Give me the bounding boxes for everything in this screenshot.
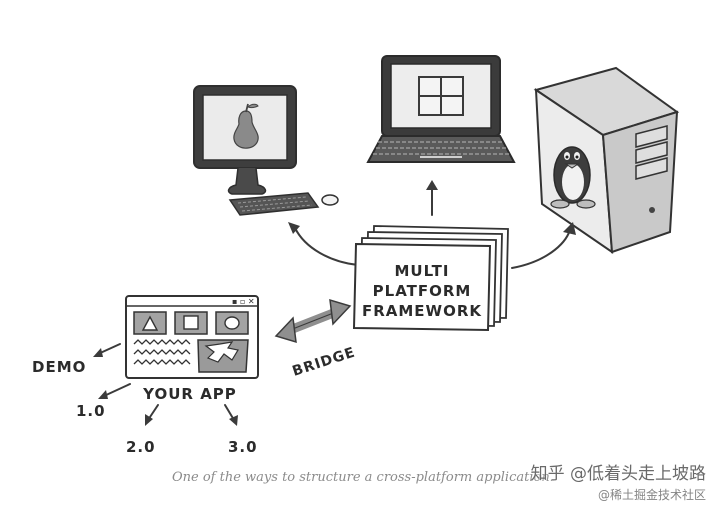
framework-label-line2: PLATFORM	[373, 282, 472, 300]
figure-caption: One of the ways to structure a cross-pla…	[172, 470, 554, 485]
arrow-to-tower	[511, 222, 576, 269]
watermark-line2: @稀土掘金技术社区	[597, 488, 706, 502]
bridge-arrow	[274, 298, 352, 344]
desktop-computer	[193, 85, 339, 216]
bridge-label: BRIDGE	[290, 344, 357, 379]
watermark-line1: 知乎 @低着头走上坡路	[530, 464, 706, 484]
watermark: 知乎 @低着头走上坡路 @稀土掘金技术社区	[531, 462, 706, 504]
square-icon	[183, 315, 199, 330]
linux-tower	[533, 66, 680, 255]
version-3-0: 3.0	[228, 438, 258, 456]
version-arrows	[93, 343, 238, 426]
window-controls: ▪ ▫ ✕	[232, 297, 255, 306]
arrow-to-desktop	[288, 222, 359, 266]
pear-icon	[233, 103, 259, 149]
platform-arrows	[288, 180, 576, 269]
zigzag-content	[133, 339, 191, 365]
tux-penguin-icon	[550, 146, 596, 209]
framework-label-line1: MULTI	[395, 262, 450, 280]
framework-label-line3: FRAMEWORK	[362, 302, 482, 320]
laptop-computer	[366, 55, 516, 163]
framework-stack: MULTI PLATFORM FRAMEWORK	[352, 225, 509, 332]
version-demo: DEMO	[32, 358, 86, 376]
triangle-icon	[141, 315, 159, 331]
app-label: YOUR APP	[142, 385, 237, 403]
circle-icon	[224, 316, 240, 330]
version-2-0: 2.0	[126, 438, 156, 456]
windows-icon	[418, 76, 464, 116]
app-window: ▪ ▫ ✕	[125, 295, 259, 379]
version-1-0: 1.0	[76, 402, 106, 420]
arrow-to-laptop	[426, 180, 438, 216]
